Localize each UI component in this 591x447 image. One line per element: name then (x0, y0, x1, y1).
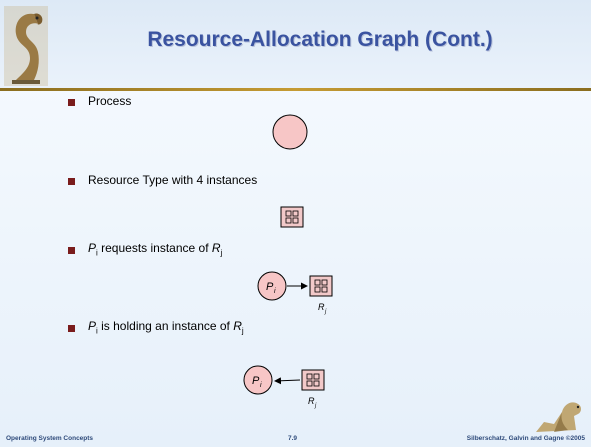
resource-symbol: R (233, 319, 242, 333)
dinosaur-corner-icon (536, 402, 581, 432)
bullet-marker (68, 178, 75, 185)
footer-copyright: Silberschatz, Galvin and Gagne ©2005 (466, 435, 585, 442)
resource-subscript: j (220, 248, 223, 258)
resource-node (301, 369, 325, 391)
bullet-holding: Pi is holding an instance of Rj (88, 319, 244, 335)
process-symbol: P (88, 241, 97, 255)
resource-subscript: j (241, 326, 244, 336)
bullet-request-text: requests instance of (97, 241, 212, 255)
process-symbol: P (88, 319, 97, 333)
title-band (0, 0, 591, 88)
bullet-process-text: Process (88, 94, 132, 108)
bullet-marker (68, 325, 75, 332)
footer-course: Operating System Concepts (6, 435, 94, 442)
process-node (272, 114, 308, 150)
resource-node (309, 275, 333, 297)
bullet-process: Process (88, 94, 131, 108)
title-underline (0, 88, 591, 91)
assignment-edge-diagram: P i R j (243, 365, 325, 409)
resource-label-subscript: j (324, 309, 327, 315)
process-subscript: i (96, 248, 98, 258)
assignment-arrow (274, 377, 301, 385)
resource-label-subscript: j (314, 403, 317, 409)
process-label: P (252, 375, 260, 387)
dinosaur-logo-icon (4, 6, 48, 86)
bullet-resource-type: Resource Type with 4 instances (88, 173, 257, 187)
request-edge-diagram: P i R j (257, 271, 333, 315)
process-node (257, 271, 287, 301)
resource-symbol: R (211, 241, 221, 255)
footer-page-number: 7.9 (288, 435, 298, 442)
process-label: P (266, 281, 274, 293)
bullet-resource-type-text: Resource Type with 4 instances (88, 173, 258, 187)
process-node (243, 365, 273, 395)
bullet-marker (68, 99, 75, 106)
process-label-subscript: i (274, 288, 276, 295)
resource-label: R (308, 396, 315, 406)
bullet-marker (68, 247, 75, 254)
bullet-holding-text: is holding an instance of (97, 319, 234, 333)
process-label-subscript: i (260, 382, 262, 389)
slide-title: Resource-Allocation Graph (Cont.) (147, 28, 493, 51)
resource-node (280, 206, 304, 228)
resource-label: R (318, 302, 325, 312)
process-subscript: i (96, 326, 98, 336)
bullet-request: Pi requests instance of Rj (88, 241, 222, 257)
